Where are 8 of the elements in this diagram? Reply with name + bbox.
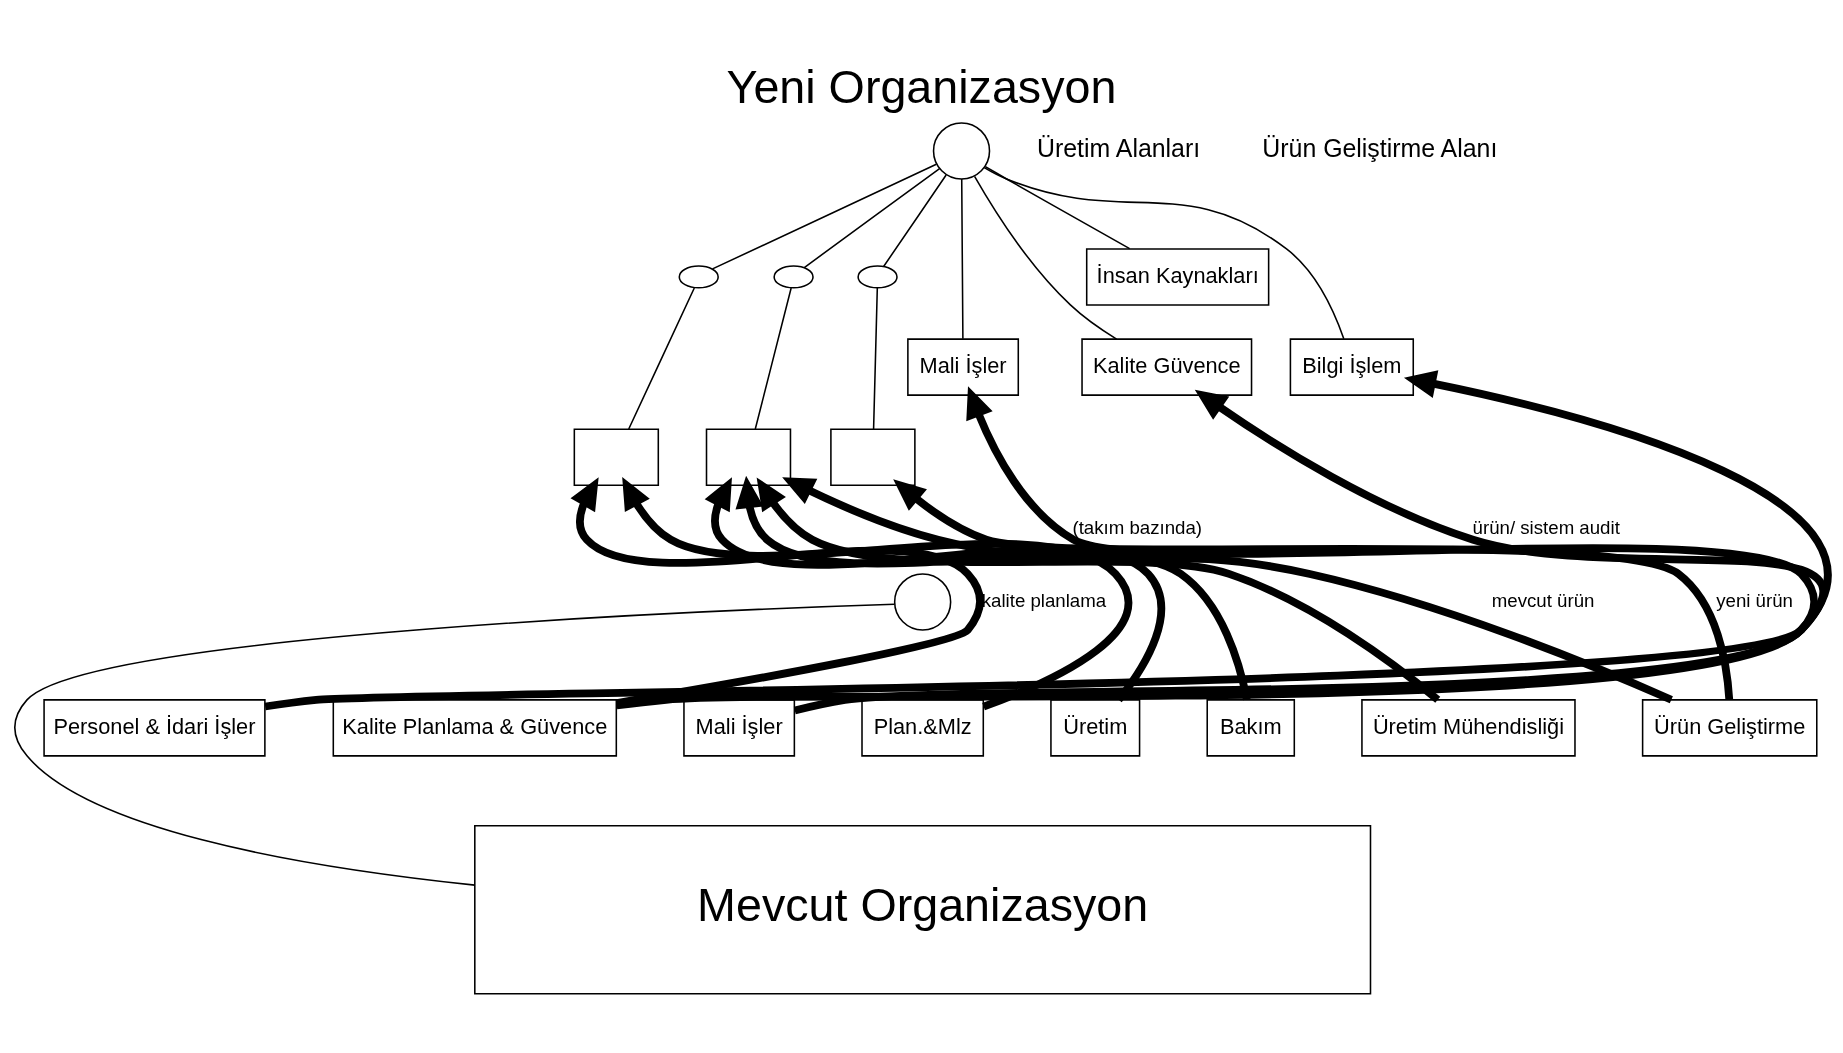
edge-label: kalite planlama [981, 589, 1107, 611]
edge-label: ürün/ sistem audit [1472, 517, 1620, 539]
label: Ürün Geliştirme Alanı [1262, 133, 1498, 162]
edge-label: (takım bazında) [1072, 517, 1203, 539]
edge-label: mevcut ürün [1491, 589, 1595, 611]
edge-label: yeni ürün [1716, 589, 1793, 611]
label: Üretim Alanları [1037, 133, 1201, 162]
diagram-title: Yeni Organizasyon [726, 60, 1117, 113]
